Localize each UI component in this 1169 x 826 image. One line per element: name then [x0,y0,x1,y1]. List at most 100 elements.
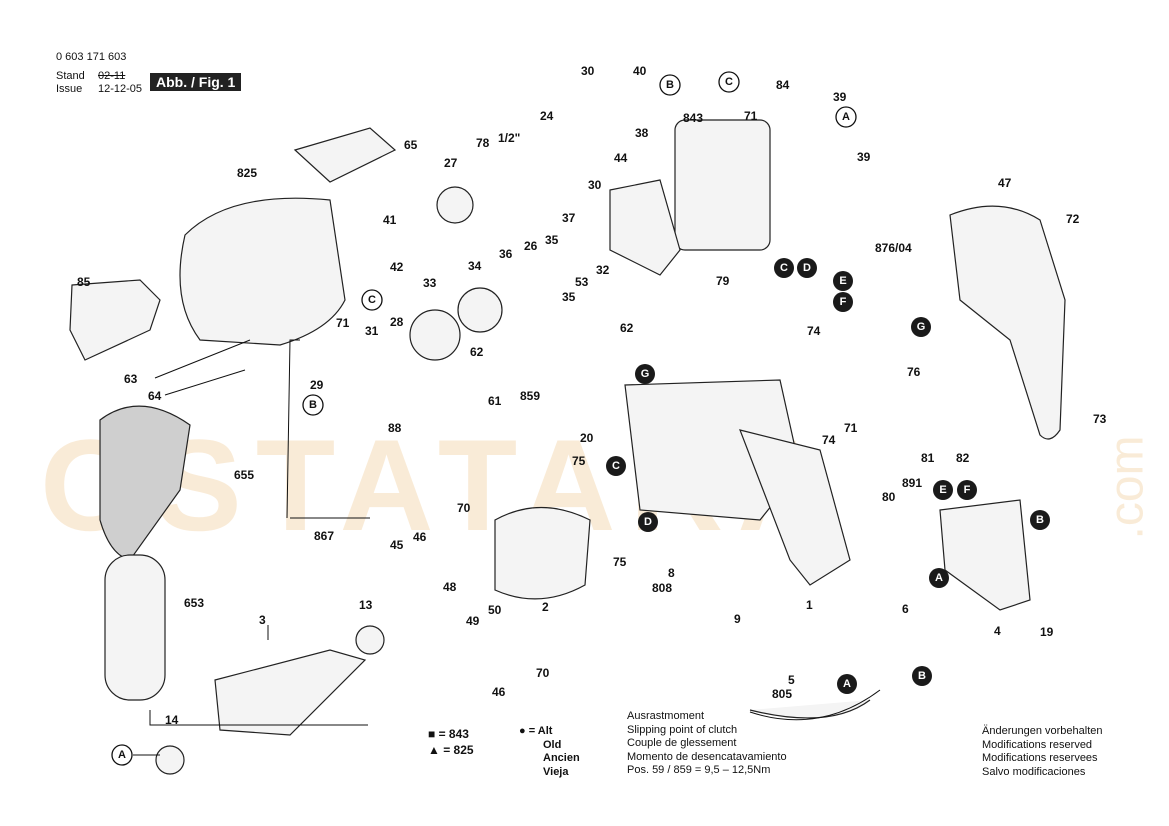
part-label: 75 [572,454,586,468]
callout-circle [1030,510,1050,530]
field-coil-part [494,507,591,600]
part-label: 81 [921,451,935,465]
part-label: 70 [536,666,550,680]
part-label: 24 [540,109,554,123]
legend-old: Old [543,739,562,751]
clutch-note: Ausrastmoment Slipping point of clutch C… [627,710,787,778]
part-label: 34 [468,259,482,273]
callout-circle [635,364,655,384]
part-label: 75 [613,555,627,569]
callout-circle [835,106,857,128]
callout-circle [111,744,133,766]
part-label: 6 [902,602,909,616]
part-label: 50 [488,603,502,617]
callout-circle [606,456,626,476]
callout-label: D [644,516,652,528]
mod-line-2: Modifications reserved [982,738,1093,751]
part-label: 44 [614,151,628,165]
part-label: 71 [844,421,858,435]
callout-label: C [725,76,733,88]
part-label: 36 [499,247,513,261]
part-label: 28 [390,315,404,329]
callout-circle [833,292,853,312]
part-label: 46 [492,685,506,699]
part-label: 49 [466,614,480,628]
legend-square-843: ■ = 843 [428,727,469,741]
part-label: 78 [476,136,490,150]
part-label: 805 [772,687,792,701]
part-label: 27 [444,156,458,170]
rear-handle-part [949,205,1066,440]
chuck-part [69,279,161,361]
part-label: 5 [788,673,795,687]
callout-label: E [939,484,946,496]
part-label: 876/04 [875,241,912,255]
part-label: 42 [390,260,404,274]
callout-label: A [935,572,943,584]
part-label: 88 [388,421,402,435]
part-label: 655 [234,468,254,482]
bearing-14-part [155,745,185,775]
part-label: 29 [310,378,324,392]
part-label: 40 [633,64,647,78]
part-label: 71 [744,109,758,123]
callout-label: E [839,275,846,287]
legend-triangle-text: = 825 [443,743,474,757]
callout-label: C [612,460,620,472]
stand-label: Stand [56,70,85,82]
part-label: 3 [259,613,266,627]
part-label: 61 [488,394,502,408]
part-label: 71 [336,316,350,330]
part-label: 63 [124,372,138,386]
switch-part [939,499,1031,611]
part-label: 35 [562,290,576,304]
clutch-line-3: Couple de glessement [627,737,737,749]
modifications-note: Änderungen vorbehalten Modifications res… [982,725,1102,779]
mod-line-3: Modifications reservees [982,752,1098,764]
part-label: 79 [716,274,730,288]
legend-vieja: Vieja [543,766,569,778]
part-label: 37 [562,211,576,225]
part-label: 8 [668,566,675,580]
part-label: 76 [907,365,921,379]
callout-label: B [666,79,674,91]
legend-alt-text: = Alt [528,725,553,737]
callout-label: A [118,749,126,761]
housing-part [179,197,346,346]
part-label: 82 [956,451,970,465]
part-label: 26 [524,239,538,253]
clutch-line-1: Ausrastmoment [627,710,705,722]
stand-value: 02-11 [98,70,126,82]
clutch-line-4: Momento de desencatavamiento [627,750,787,763]
part-label: 35 [545,233,559,247]
callout-circle [912,666,932,686]
part-label: 859 [520,389,540,403]
legend-ancien: Ancien [543,752,580,764]
part-label: 808 [652,581,672,595]
callout-label: A [843,678,851,690]
bearing-part [436,186,474,224]
part-label: 843 [683,111,703,125]
gear-33-part [409,309,461,361]
part-label: 74 [807,324,821,338]
armature-part [214,649,367,736]
callout-circle [659,74,681,96]
callout-label: G [917,321,926,333]
part-label: 41 [383,213,397,227]
callout-label: B [1036,514,1044,526]
issue-value: 12-12-05 [98,83,143,95]
part-label: 64 [148,389,162,403]
callout-label: B [918,670,926,682]
part-label: 65 [404,138,418,152]
callout-circle [833,271,853,291]
callout-circle [718,71,740,93]
part-label: 38 [635,126,649,140]
part-label: 33 [423,276,437,290]
part-label: 2 [542,600,549,614]
gear-34-part [457,287,503,333]
part-label: 46 [413,530,427,544]
callout-circle [933,480,953,500]
part-label: 31 [365,324,379,338]
part-label: 891 [902,476,922,490]
callout-label: B [309,399,317,411]
